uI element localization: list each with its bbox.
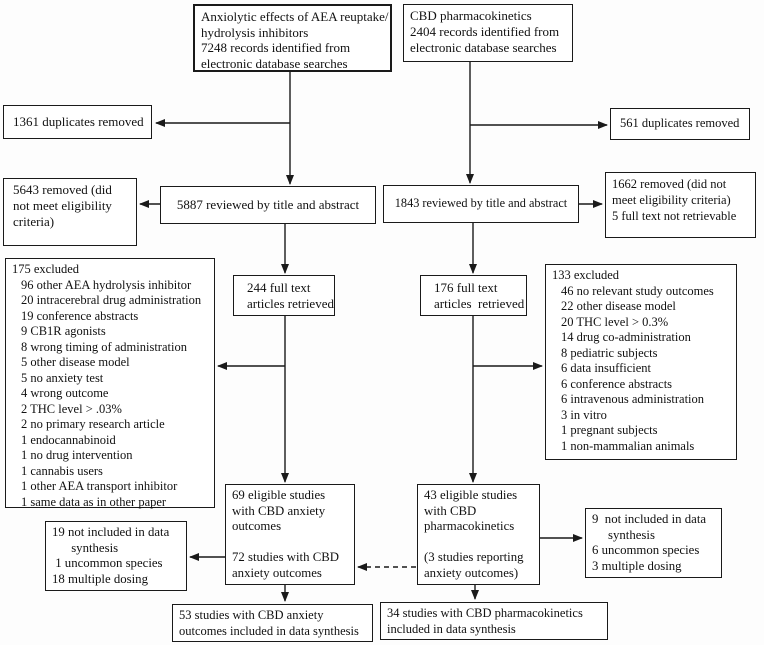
diagram-text-line: anxiety outcomes [232,565,322,580]
diagram-text-line [424,535,535,551]
diagram-text-line: 1 endocannabinoid [21,432,116,447]
diagram-text-line: 4 wrong outcome [21,386,109,400]
diagram-text-line: 5 other disease model [21,355,130,369]
diagram-text-line: 8 pediatric subjects [561,345,658,360]
diagram-text-line: anxiety outcomes) [424,565,519,580]
diagram-text-line: 14 drug co-administration [561,330,691,344]
diagram-text-line: 19 conference abstracts [21,308,139,323]
diagram-text-line: 1 cannabis users [21,463,103,478]
diagram-text-line: 1 non-mammalian animals [561,438,695,453]
diagram-text-line: synthesis [52,540,119,555]
diagram-text-line: 1 pregnant subjects [561,423,658,437]
diagram-text-line: 5 no anxiety test [21,370,104,385]
diagram-text-line: 5643 removed (did [13,182,112,197]
diagram-text-line: 561 duplicates removed [620,116,740,131]
node-duplicates-removed-right: 561 duplicates removed [610,108,750,140]
node-excluded-left: 175 excluded 96 other AEA hydrolysis inh… [5,258,215,511]
diagram-text-line: articles retrieved [434,295,525,311]
diagram-text-line: 6 conference abstracts [561,376,673,391]
diagram-text-line: 6 data insufficient [561,361,652,375]
diagram-text-line: with CBD anxiety [232,503,326,518]
diagram-text-line: 46 no relevant study outcomes [561,283,714,298]
diagram-text-line: synthesis [592,527,655,542]
diagram-text-line: pharmacokinetics [424,519,515,533]
diagram-text-line: 5887 reviewed by title and abstract [176,197,360,213]
diagram-text-line: 9 CB1R agonists [21,324,106,338]
diagram-text-line: electronic database searches [201,55,348,71]
node-duplicates-removed-left: 1361 duplicates removed [3,105,152,139]
diagram-text-line: 5 full text not retrievable [612,209,737,223]
diagram-text-line: 7248 records identified from [201,40,351,55]
diagram-text-line: electronic database searches [410,40,557,55]
diagram-text-line: 43 eligible studies [424,488,518,502]
node-not-included-left: 19 not included in data synthesis 1 unco… [45,521,187,591]
diagram-text-line: 244 full text [247,280,311,295]
diagram-text-line: (3 studies reporting [424,550,524,564]
diagram-text-line: 1 other AEA transport inhibitor [21,479,178,493]
node-aea-source: Anxiolytic effects of AEA reuptake/hydro… [193,4,392,72]
excluded-left-title: 175 excluded [12,262,79,276]
diagram-text-line: 2 THC level > .03% [21,401,122,416]
diagram-text-line: 69 eligible studies [232,488,326,502]
diagram-text-line: 1 same data as in other paper [21,494,167,509]
diagram-text-line: Anxiolytic effects of AEA reuptake/ [201,9,389,24]
diagram-text-line: hydrolysis inhibitors [201,24,309,40]
diagram-text-line: 18 multiple dosing [52,571,148,586]
diagram-text-line: 1361 duplicates removed [13,114,144,130]
diagram-text-line: CBD pharmacokinetics [410,8,532,23]
diagram-text-line: 20 THC level > 0.3% [561,314,669,329]
diagram-text-line: 19 not included in data [52,525,170,539]
diagram-text-line: 9 not included in data [592,512,707,526]
diagram-text-line: 2404 records identified from [410,24,560,39]
diagram-text-line: 2 no primary research article [21,417,165,431]
diagram-text-line: outcomes included in data synthesis [179,623,359,638]
diagram-text-line: 6 uncommon species [592,543,700,557]
diagram-text-line: 6 intravenous administration [561,392,705,406]
diagram-text-line: articles retrieved [247,295,334,311]
diagram-text-line: with CBD [424,503,477,518]
diagram-text-line: 20 intracerebral drug administration [21,293,202,307]
diagram-text-line: 1 no drug intervention [21,448,133,462]
diagram-text-line: 34 studies with CBD pharmacokinetics [387,606,583,620]
diagram-text-line: 22 other disease model [561,299,676,313]
diagram-text-line: 1 uncommon species [52,556,163,570]
diagram-text-line: 3 in vitro [561,407,607,422]
diagram-text-line [232,535,350,551]
diagram-text-line: 53 studies with CBD anxiety [179,608,324,622]
diagram-text-line: 96 other AEA hydrolysis inhibitor [21,277,192,292]
diagram-text-line: 176 full text [434,280,498,295]
node-removed-eligibility-right: 1662 removed (did not meet eligibility cr… [605,172,756,238]
diagram-text-line: included in data synthesis [387,621,516,636]
diagram-text-line: 72 studies with CBD [232,550,340,564]
diagram-text-line: 3 multiple dosing [592,558,682,573]
diagram-text-line: 1662 removed (did not [612,177,727,191]
node-reviewed-title-abstract-left: 5887 reviewed by title and abstract [160,186,376,224]
node-excluded-right: 133 excluded 46 no relevant study outcom… [545,264,737,460]
node-reviewed-title-abstract-right: 1843 reviewed by title and abstract [383,185,579,223]
diagram-text-line: not meet eligibility [13,198,112,213]
diagram-text-line: 8 wrong timing of administration [21,339,187,354]
diagram-text-line: 1843 reviewed by title and abstract [394,196,568,211]
excluded-right-title: 133 excluded [552,268,619,282]
diagram-text-line: criteria) [13,214,55,229]
diagram-text-line: outcomes [232,519,282,533]
diagram-text-line: meet eligibility criteria) [612,193,731,207]
